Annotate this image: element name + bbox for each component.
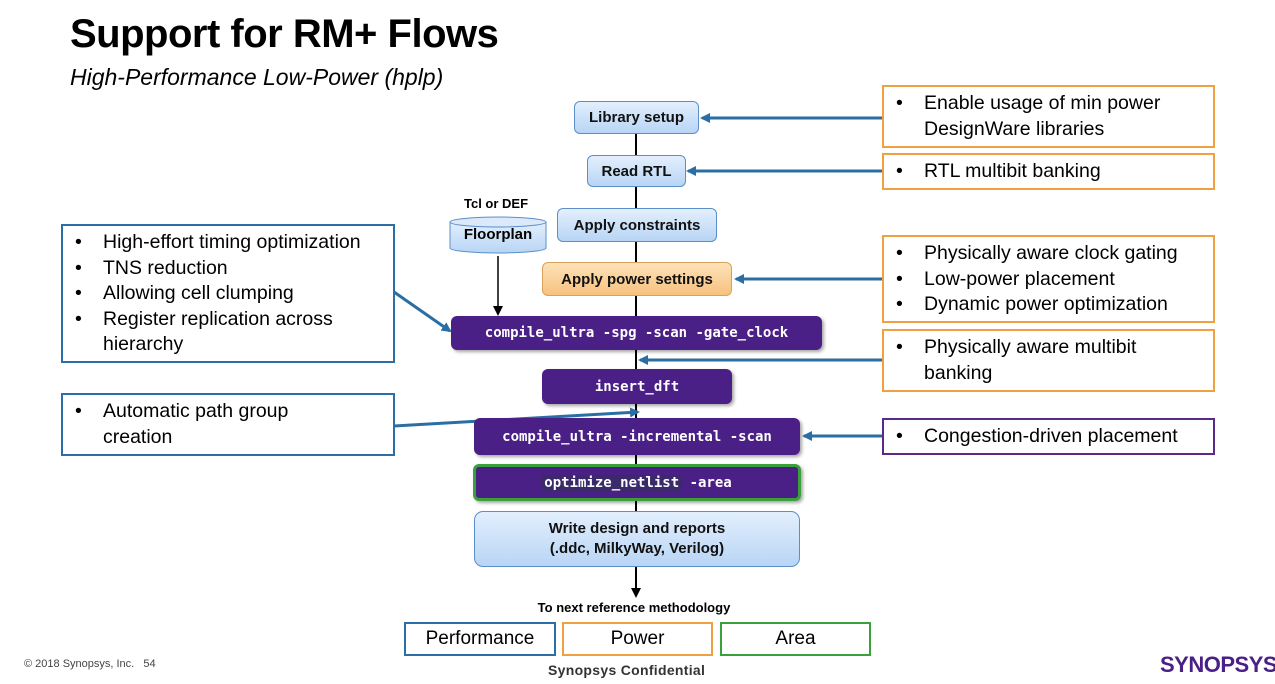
- step-optimize-netlist: optimize_netlist -area: [473, 464, 801, 501]
- step-read-rtl: Read RTL: [587, 155, 686, 187]
- optimize-command: optimize_netlist: [542, 474, 682, 491]
- page-number: 54: [143, 658, 156, 670]
- next-methodology-label: To next reference methodology: [537, 600, 731, 615]
- note-item: Physically aware clock gating: [892, 241, 1205, 267]
- step-write-design: Write design and reports (.ddc, MilkyWay…: [474, 511, 800, 567]
- synopsys-logo: SYNOPSYS®: [1160, 652, 1275, 678]
- legend-area: Area: [720, 622, 871, 656]
- note-item: Enable usage of min power DesignWare lib…: [892, 91, 1205, 142]
- note-congestion: Congestion-driven placement: [882, 418, 1215, 455]
- note-item: Low-power placement: [892, 267, 1205, 293]
- optimize-argument: -area: [681, 474, 732, 491]
- note-item: Congestion-driven placement: [892, 424, 1205, 450]
- step-compile-ultra: compile_ultra -spg -scan -gate_clock: [451, 316, 822, 350]
- note-item: Register replication across hierarchy: [71, 307, 385, 358]
- legend-performance: Performance: [404, 622, 556, 656]
- step-insert-dft: insert_dft: [542, 369, 732, 404]
- arrow-timing: [393, 290, 452, 333]
- note-rtl-multibit: RTL multibit banking: [882, 153, 1215, 190]
- footer-confidential: Synopsys Confidential: [548, 662, 706, 678]
- step-compile-incremental: compile_ultra -incremental -scan: [474, 418, 800, 455]
- page-title: Support for RM+ Flows: [70, 12, 499, 56]
- write-design-line2: (.ddc, MilkyWay, Verilog): [549, 540, 725, 557]
- note-power-settings: Physically aware clock gating Low-power …: [882, 235, 1215, 323]
- footer-copyright: © 2018 Synopsys, Inc. 54: [24, 658, 156, 670]
- step-library-setup: Library setup: [574, 101, 699, 134]
- note-item: Dynamic power optimization: [892, 292, 1205, 318]
- note-item: TNS reduction: [71, 256, 385, 282]
- step-apply-constraints: Apply constraints: [557, 208, 717, 242]
- floorplan-label: Floorplan: [463, 226, 533, 243]
- note-multibit-banking: Physically aware multibit banking: [882, 329, 1215, 392]
- note-min-power-libraries: Enable usage of min power DesignWare lib…: [882, 85, 1215, 148]
- note-item: Physically aware multibit banking: [892, 335, 1205, 386]
- write-design-line1: Write design and reports: [548, 520, 726, 537]
- note-path-group: Automatic path group creation: [61, 393, 395, 456]
- note-item: High-effort timing optimization: [71, 230, 385, 256]
- note-timing-optimization: High-effort timing optimization TNS redu…: [61, 224, 395, 363]
- note-item: Allowing cell clumping: [71, 281, 385, 307]
- floorplan-caption: Tcl or DEF: [464, 196, 529, 211]
- floorplan-cylinder: [449, 216, 547, 254]
- copyright-text: © 2018 Synopsys, Inc.: [24, 658, 135, 670]
- page-subtitle: High-Performance Low-Power (hplp): [70, 64, 444, 90]
- legend-power: Power: [562, 622, 713, 656]
- note-item: Automatic path group creation: [71, 399, 385, 450]
- note-item: RTL multibit banking: [892, 159, 1205, 185]
- logo-text: SYNOPSYS: [1160, 652, 1275, 677]
- step-apply-power-settings: Apply power settings: [542, 262, 732, 296]
